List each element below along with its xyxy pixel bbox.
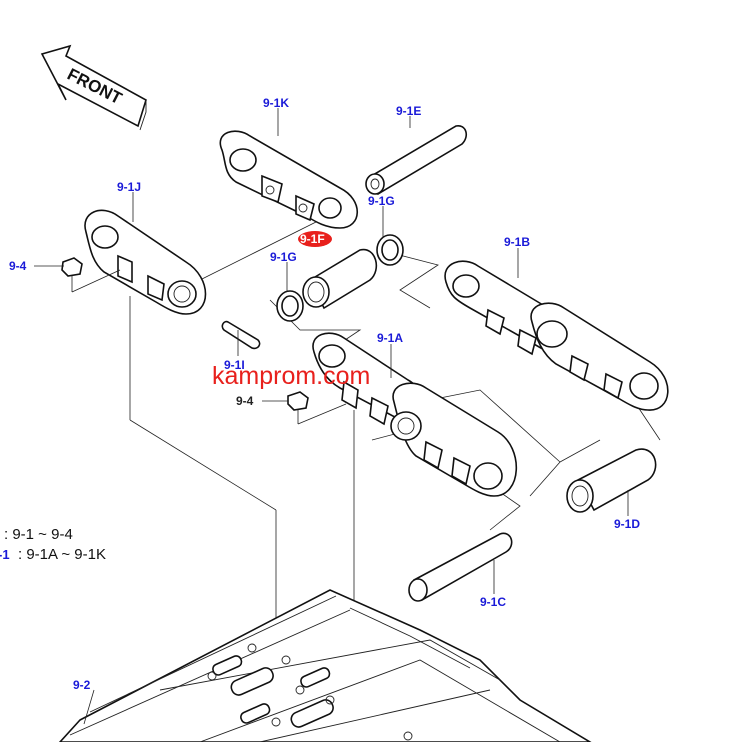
- label-leaders: [34, 108, 629, 594]
- pin-9-1E: [365, 125, 468, 196]
- bushing-9-1D: [566, 448, 657, 513]
- pin-9-1C: [408, 532, 513, 602]
- track-shoes-9-2: [58, 589, 592, 742]
- label-9-1B: 9-1B: [504, 235, 530, 249]
- label-9-4-left: 9-4: [9, 259, 27, 273]
- label-9-1J: 9-1J: [117, 180, 141, 194]
- label-9-1E: 9-1E: [396, 104, 421, 118]
- link-9-1B: [444, 260, 669, 411]
- bushing-9-1F: [302, 248, 378, 310]
- watermark: kamprom.com: [212, 362, 370, 390]
- bolt-9-4-left: [61, 257, 121, 293]
- bolt-9-4-mid: [287, 391, 347, 425]
- label-9-1F: 9-1F: [300, 232, 325, 246]
- label-9-1C: 9-1C: [480, 595, 506, 609]
- link-9-1J: [84, 209, 207, 315]
- link-9-1K: [219, 130, 358, 229]
- front-arrow: FRONT: [40, 44, 147, 131]
- pin-9-1I: [221, 320, 261, 350]
- label-9-1A: 9-1A: [377, 331, 403, 345]
- seal-9-1G-bottom: [276, 290, 304, 322]
- label-9-1I: 9-1I: [224, 358, 245, 372]
- legend-line-1: : 9-1 ~ 9-4: [4, 526, 73, 543]
- link-9-1A: [312, 332, 518, 497]
- label-9-1K: 9-1K: [263, 96, 289, 110]
- label-9-2: 9-2: [73, 678, 91, 692]
- legend-line-2: : 9-1A ~ 9-1K: [18, 546, 106, 563]
- seal-9-1G-top: [376, 234, 404, 266]
- label-9-4-mid: 9-4: [236, 394, 254, 408]
- label-9-1G-top: 9-1G: [368, 194, 395, 208]
- label-9-1G-left: 9-1G: [270, 250, 297, 264]
- legend-line-2-prefix: -1: [0, 547, 10, 562]
- highlight-9-1F: 9-1F: [298, 231, 332, 247]
- label-9-1D: 9-1D: [614, 517, 640, 531]
